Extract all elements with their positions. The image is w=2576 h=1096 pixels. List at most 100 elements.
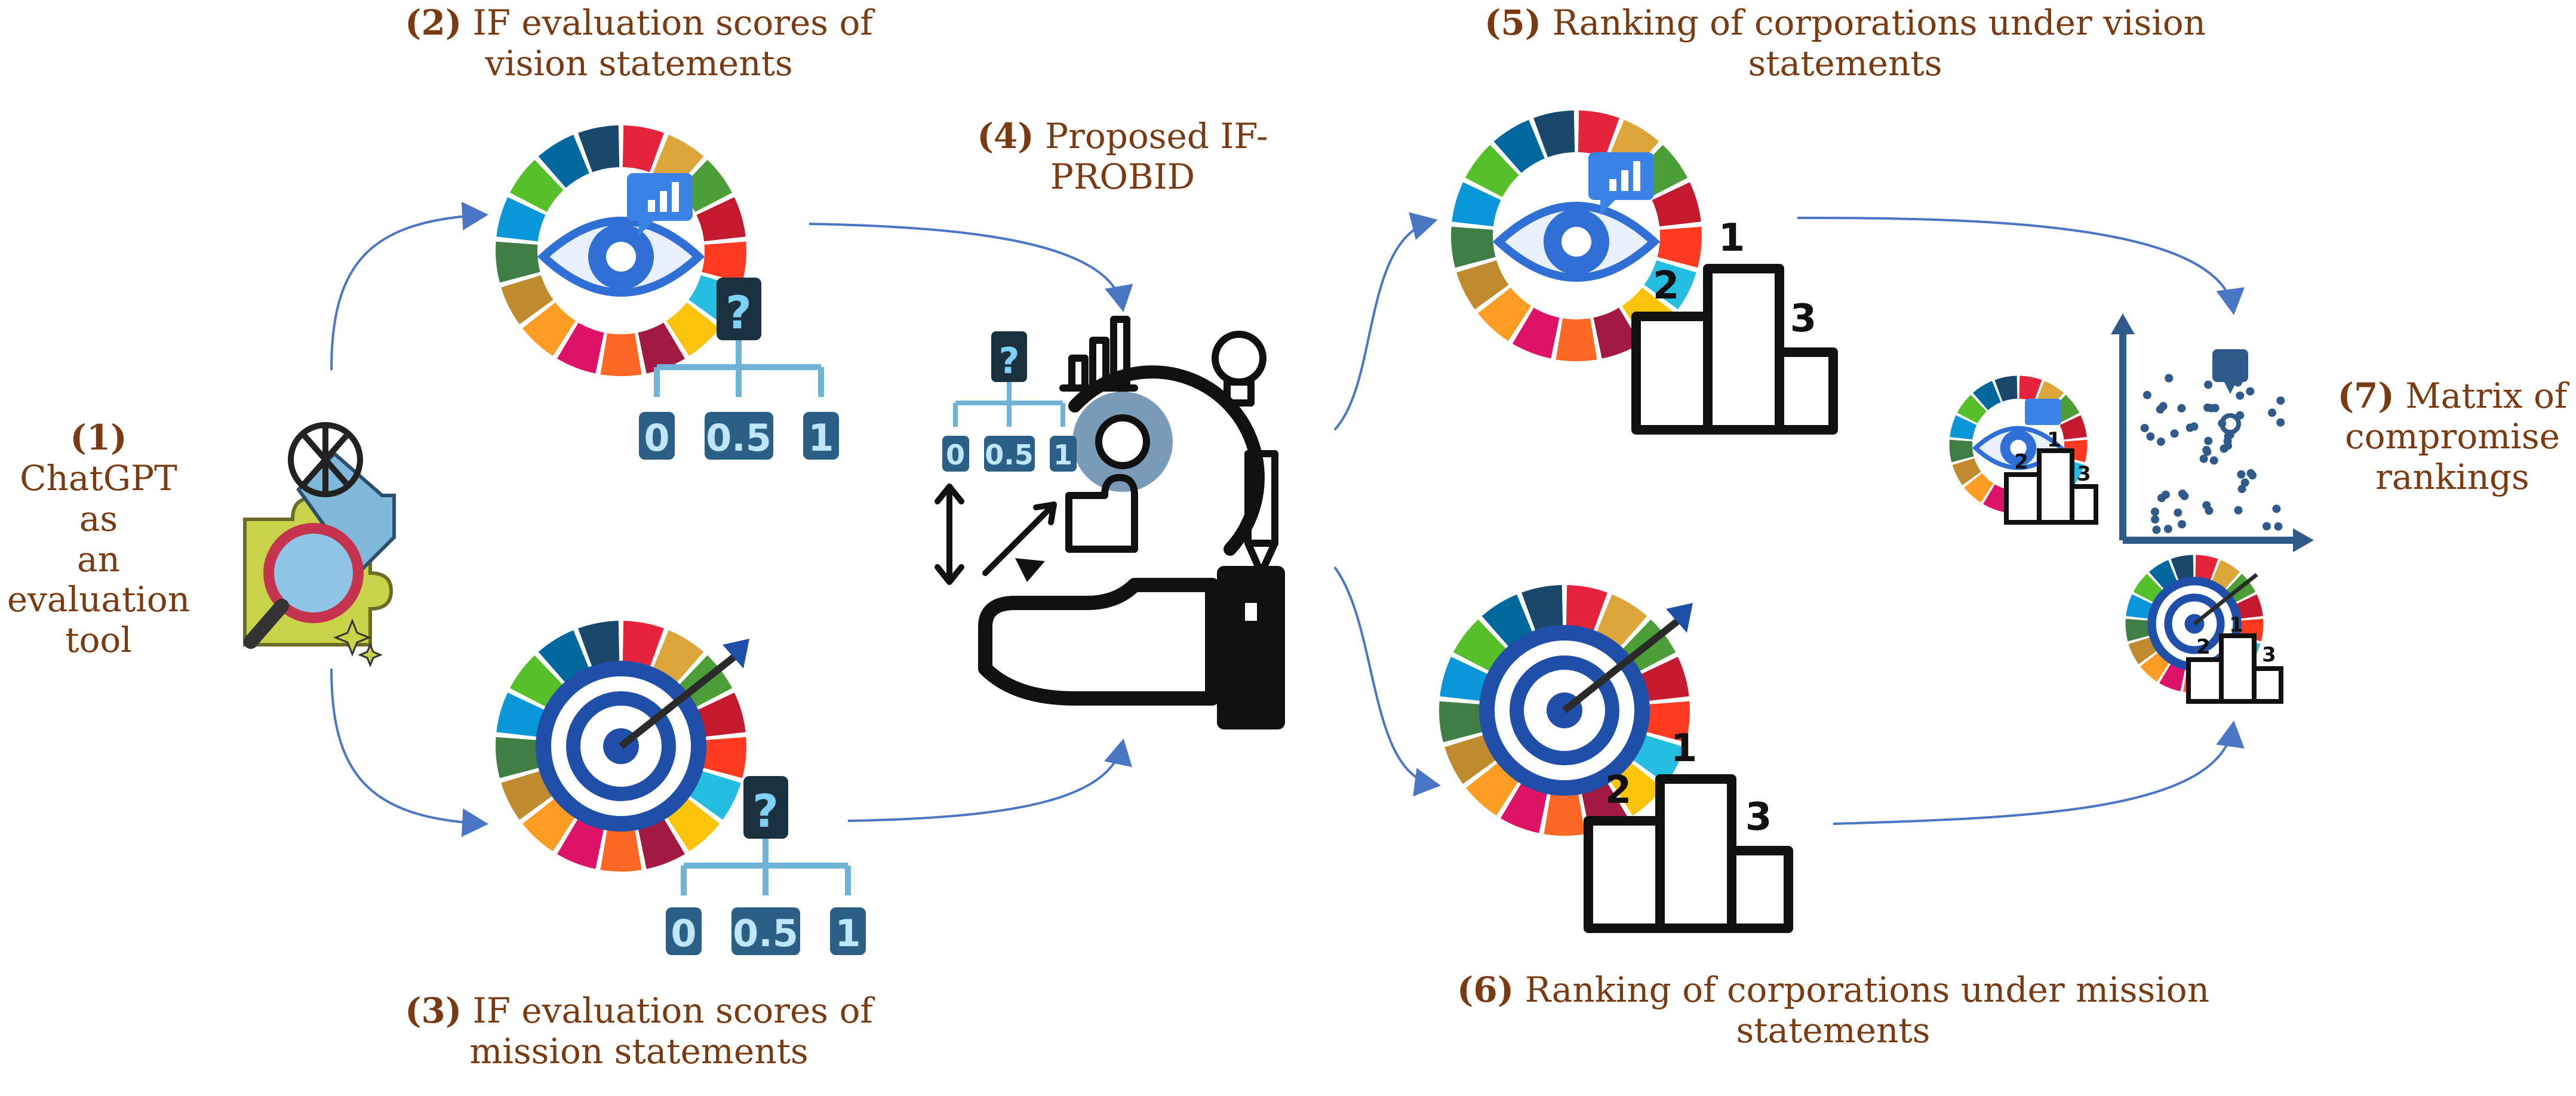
arrow-4-to-5 bbox=[1333, 212, 1438, 431]
scatter-dot bbox=[2204, 436, 2213, 445]
scatter-dot bbox=[2174, 508, 2182, 517]
sdg-ring-segment bbox=[696, 692, 746, 737]
scatter-dot bbox=[2142, 390, 2151, 399]
sdg-ring-segment bbox=[1453, 619, 1507, 672]
question-mark: ? bbox=[726, 286, 752, 339]
sdg-ring-segment bbox=[1501, 782, 1548, 833]
sdg-ring-segment bbox=[666, 302, 720, 356]
sdg-ring-segment bbox=[1556, 318, 1597, 362]
mission-scores-figure bbox=[496, 621, 749, 872]
sdg-ring-segment bbox=[2159, 663, 2185, 692]
score-box-0 bbox=[639, 412, 675, 460]
scatter-dot bbox=[2146, 432, 2155, 441]
label-chatgpt-line: tool bbox=[65, 620, 132, 661]
sdg-ring-segment bbox=[2140, 652, 2170, 682]
sdg-ring-segment bbox=[2126, 594, 2153, 619]
eye-icon bbox=[1492, 202, 1661, 282]
sdg-ring-segment bbox=[1610, 762, 1663, 816]
sdg-ring-segment bbox=[1533, 110, 1575, 158]
scatter-dot bbox=[2140, 424, 2149, 433]
chatgpt-tool-icon bbox=[243, 422, 396, 667]
scatter-dot bbox=[2276, 396, 2285, 405]
sdg-ring-segment bbox=[2171, 555, 2194, 581]
scatter-dot bbox=[2234, 506, 2243, 515]
sdg-ring-segment bbox=[1983, 484, 2009, 513]
sdg-ring-segment bbox=[688, 771, 741, 820]
sdg-ring-segment bbox=[578, 125, 620, 173]
scatter-dot bbox=[2224, 441, 2232, 450]
sdg-ring-segment bbox=[496, 241, 540, 283]
podium-first: 1 bbox=[1671, 726, 1698, 771]
sdg-ring-segment bbox=[1440, 657, 1489, 701]
sdg-ring-segment bbox=[1481, 594, 1533, 648]
podium-third: 3 bbox=[1790, 297, 1817, 341]
sdg-ring-segment bbox=[653, 630, 704, 684]
sdg-ring-segment bbox=[1596, 594, 1647, 648]
sdg-ring-segment bbox=[557, 322, 604, 374]
mission-ranking-figure bbox=[1439, 585, 1693, 836]
sdg-ring-segment bbox=[1632, 735, 1684, 784]
sdg-ring-segment bbox=[1950, 415, 1977, 440]
scatter-dot bbox=[2274, 522, 2283, 531]
chat-bar-chart-icon bbox=[627, 173, 693, 236]
sdg-ring-segment bbox=[1972, 381, 2001, 411]
sdg-ring-segment bbox=[638, 818, 685, 869]
sdg-ring-segment bbox=[1478, 287, 1531, 341]
sdg-ring-segment bbox=[1439, 701, 1484, 743]
score-one: 1 bbox=[808, 416, 834, 460]
score-box-0-5 bbox=[731, 907, 800, 955]
probid-decision-tree: ? 0 0.5 1 bbox=[942, 331, 1077, 472]
mission-podium-icon bbox=[1584, 774, 1793, 933]
label-mission-ranking-line1: Ranking of corporations under mission bbox=[1524, 969, 2210, 1010]
sdg-ring-segment bbox=[2133, 574, 2163, 603]
sdg-ring-segment bbox=[1493, 119, 1545, 173]
hand-icon bbox=[978, 566, 1285, 729]
arrows-icon bbox=[935, 484, 1057, 585]
sdg-ring-segment bbox=[2148, 560, 2177, 590]
scatter-dot bbox=[2236, 391, 2245, 400]
score-box-0 bbox=[666, 907, 702, 955]
sdg-ring-segment bbox=[1566, 585, 1607, 632]
podium-first: 1 bbox=[2229, 613, 2243, 637]
label-vision-scores: (2) IF evaluation scores of vision state… bbox=[370, 2, 908, 84]
score-half: 0.5 bbox=[706, 416, 771, 460]
label-matrix-number: (7) bbox=[2337, 375, 2394, 416]
sdg-ring-segment bbox=[2019, 375, 2042, 402]
sdg-ring-segment bbox=[1593, 307, 1640, 359]
sdg-ring-segment bbox=[1964, 473, 1994, 503]
scatter-dot bbox=[2237, 485, 2246, 494]
sdg-ring-segment bbox=[538, 134, 589, 188]
sdg-ring-segment bbox=[2212, 560, 2240, 590]
sdg-ring-segment bbox=[509, 655, 564, 708]
label-matrix-line: rankings bbox=[2375, 456, 2529, 497]
label-mission-ranking: (6) Ranking of corporations under missio… bbox=[1433, 969, 2233, 1051]
sdg-ring-segment bbox=[1949, 439, 1974, 463]
eye-icon bbox=[537, 217, 705, 297]
mission-decision-tree: ? 0 0.5 1 bbox=[666, 776, 866, 955]
podium-second: 2 bbox=[1605, 768, 1632, 812]
label-probid-line2: PROBID bbox=[1050, 156, 1195, 197]
scatter-dot bbox=[2151, 515, 2160, 524]
sdg-ring-segment bbox=[1521, 585, 1563, 632]
podium-second: 2 bbox=[1653, 264, 1680, 308]
scatter-dot bbox=[2268, 408, 2277, 417]
question-icon bbox=[717, 278, 761, 340]
label-matrix-line: compromise bbox=[2345, 415, 2560, 457]
label-chatgpt-tool: (1) ChatGPT as an evaluation tool bbox=[0, 417, 197, 661]
question-mark: ? bbox=[999, 340, 1020, 382]
sdg-ring-segment bbox=[600, 333, 642, 377]
arrow-4-to-6 bbox=[1333, 566, 1441, 797]
sdg-ring-segment bbox=[622, 621, 664, 668]
scatter-dot bbox=[2272, 504, 2281, 513]
sdg-ring-segment bbox=[496, 197, 546, 242]
scatter-dot bbox=[2170, 429, 2179, 438]
sdg-ring-segment bbox=[509, 159, 564, 213]
score-zero: 0 bbox=[946, 439, 965, 471]
label-mission-ranking-number: (6) bbox=[1456, 969, 1514, 1010]
sdg-ring-segment bbox=[2195, 555, 2218, 581]
scatter-plot-icon bbox=[2111, 313, 2314, 552]
sdg-ring-segment bbox=[1444, 735, 1497, 784]
sdg-ring-segment bbox=[1452, 182, 1501, 227]
score-zero: 0 bbox=[671, 912, 696, 955]
scatter-dot bbox=[2165, 374, 2174, 383]
